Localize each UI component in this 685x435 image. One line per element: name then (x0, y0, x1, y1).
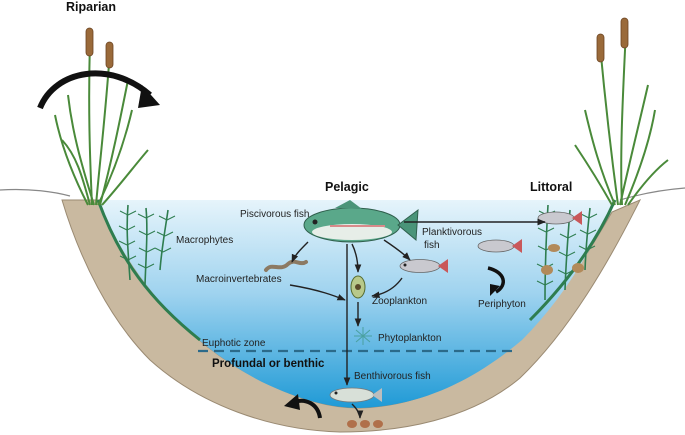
littoral-zone-label: Littoral (530, 180, 573, 194)
left-bank-vegetation (96, 199, 201, 342)
macroinvertebrate-worm-icon (264, 259, 308, 272)
planktivorous-fish-label-line1: Planktivorous (422, 227, 483, 238)
benthivorous-fish-label: Benthivorous fish (354, 371, 431, 382)
profundal-zone-label: Profundal or benthic (212, 358, 325, 370)
piscivorous-fish-icon (303, 200, 419, 243)
ground-line (0, 187, 685, 201)
zooplankton-icon (350, 275, 366, 299)
benthivorous-fish-icon (329, 387, 382, 403)
phytoplankton-label: Phytoplankton (378, 333, 442, 344)
zooplankton-label: Zooplankton (372, 296, 428, 307)
benthic-prey-icons (347, 420, 383, 428)
planktivorous-fish-icon (399, 259, 448, 273)
riparian-zone-label: Riparian (66, 0, 117, 14)
benthic-cycle-arrow (284, 394, 322, 419)
macrophytes-label: Macrophytes (176, 235, 234, 246)
macroinvertebrates-label: Macroinvertebrates (196, 274, 282, 285)
food-web-arrows (289, 218, 546, 419)
riparian-exchange-arrow (37, 70, 160, 110)
pelagic-zone-label: Pelagic (325, 180, 369, 194)
macrophytes-plant-left (118, 204, 176, 286)
lake-water (98, 200, 615, 408)
periphyton-cycle-arrow (487, 266, 505, 296)
piscivorous-fish-label: Piscivorous fish (240, 209, 310, 220)
littoral-fish-icons (477, 211, 584, 275)
riparian-reeds-left (54, 27, 149, 206)
riparian-reeds-right (574, 17, 669, 206)
phytoplankton-icon (354, 327, 372, 345)
euphotic-zone-label: Euphotic zone (202, 338, 266, 349)
periphyton-label: Periphyton (478, 299, 526, 310)
planktivorous-fish-label-line2: fish (424, 240, 440, 251)
